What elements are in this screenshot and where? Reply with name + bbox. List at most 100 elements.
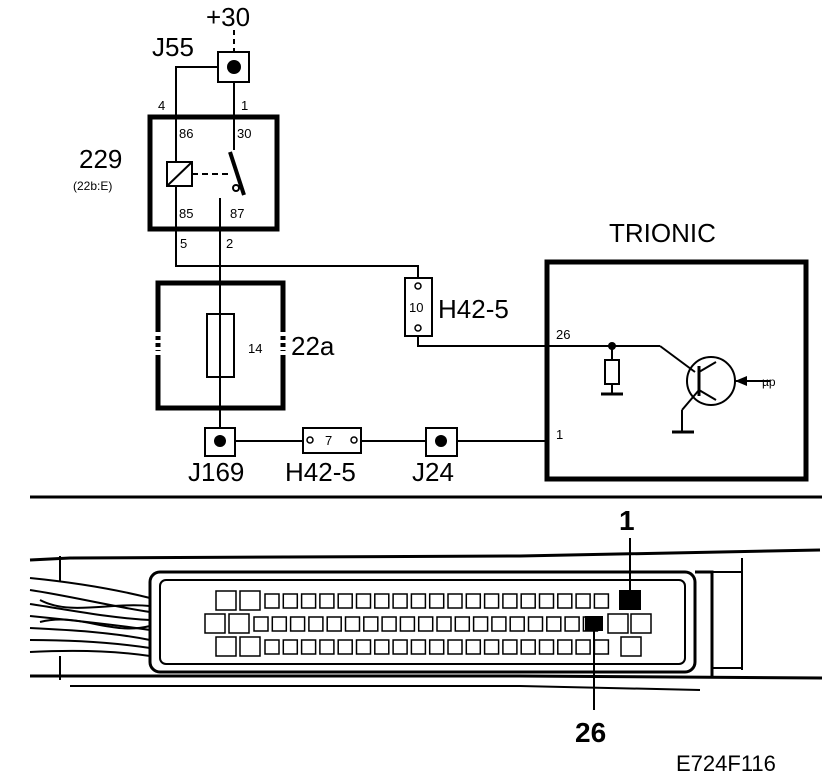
- connector-pin: [300, 593, 317, 609]
- connector-pin: [300, 639, 317, 655]
- connector-pin: [289, 616, 306, 632]
- connector-pin: [399, 616, 416, 632]
- j169-splice-dot: [214, 435, 226, 447]
- connector-pin: [319, 593, 335, 609]
- pin1-label: 1: [241, 98, 248, 113]
- pin87-label: 87: [230, 206, 244, 221]
- mu-p-arrow-icon: [735, 376, 747, 386]
- fusebox-label: 22a: [291, 331, 335, 361]
- ecu-connector-drawing: [29, 538, 823, 710]
- housing-lower-lip: [70, 685, 701, 691]
- pin2-label: 2: [226, 236, 233, 251]
- h42-top-name-label: H42-5: [438, 294, 509, 324]
- connector-pin: [454, 616, 471, 632]
- connector-pin: [228, 613, 250, 634]
- j24-label: J24: [412, 457, 454, 487]
- connector-pin: [428, 639, 445, 655]
- connector-pin: [239, 590, 261, 611]
- connector-pin: [575, 593, 591, 609]
- mu-p-label: µp: [762, 375, 776, 389]
- connector-pin: [447, 639, 463, 655]
- relay-id-label: 229: [79, 144, 122, 174]
- connector-pin: [546, 616, 562, 632]
- ecu-name-label: TRIONIC: [609, 218, 716, 248]
- fusebox-upper-outline: [155, 280, 286, 332]
- pin85-label: 85: [179, 206, 193, 221]
- connector-pin: [557, 593, 573, 609]
- ecu-pin26-label: 26: [556, 327, 570, 342]
- wire-pin85-to-h42-10: [175, 229, 419, 278]
- connector-pin: [253, 616, 269, 632]
- connector-pin: [428, 593, 445, 609]
- trionic-ecu-box: [544, 259, 809, 482]
- pin5-label: 5: [180, 236, 187, 251]
- connector-pin: [239, 636, 261, 657]
- connector-clip-left: [695, 570, 714, 676]
- connector-pin: [465, 639, 482, 655]
- transistor-emitter-lead: [681, 389, 700, 411]
- connector-pin: [344, 616, 361, 632]
- connector-pin: [630, 613, 652, 634]
- transistor-emitter: [698, 389, 717, 401]
- connector-pin: [436, 616, 452, 632]
- connector-pin: [282, 639, 299, 655]
- h42-bottom-name-label: H42-5: [285, 457, 356, 487]
- transistor-collector: [698, 361, 717, 373]
- connector-pin: [363, 616, 379, 632]
- coil-diagonal: [166, 161, 193, 187]
- connector-pin: [204, 613, 226, 634]
- connector-pin: [483, 639, 500, 655]
- pin86-label: 86: [179, 126, 193, 141]
- connector-pin: [410, 593, 427, 609]
- connector-pin: [417, 616, 434, 632]
- transistor-collector-lead: [659, 345, 696, 373]
- connector-pin: [557, 639, 573, 655]
- wire-bundle-icon: [29, 577, 151, 657]
- j24-splice-dot: [435, 435, 447, 447]
- housing-bottom-edge: [30, 674, 823, 680]
- connector-pin: [381, 616, 397, 632]
- j169-label: J169: [188, 457, 244, 487]
- connector-pin: [593, 639, 610, 655]
- connector-pin: [392, 593, 408, 609]
- connector-pin: [337, 639, 353, 655]
- connector-pin: [374, 639, 390, 655]
- connector-pin: [575, 639, 591, 655]
- h42-top-pin-b: [414, 324, 422, 332]
- connector-pin: [337, 593, 353, 609]
- connector-pin: [326, 616, 342, 632]
- connector-pin1-label: 1: [619, 505, 635, 536]
- connector-pin: [465, 593, 482, 609]
- pin4-label: 4: [158, 98, 165, 113]
- j55-label: J55: [152, 32, 194, 62]
- connector-pin: [607, 613, 629, 634]
- connector-pin: [374, 593, 390, 609]
- h42-bottom-pin-a: [306, 436, 314, 444]
- h42-top-num-label: 10: [409, 300, 423, 315]
- connector-pin: [215, 636, 237, 657]
- h42-bottom-pin-b: [350, 436, 358, 444]
- connector-pin-1-highlight: [619, 590, 641, 610]
- connector-body: [148, 570, 697, 674]
- connector-pin: [520, 593, 536, 609]
- resistor-icon: [604, 359, 620, 385]
- connector-pin: [308, 616, 324, 632]
- housing-top-edge: [29, 548, 821, 562]
- h42-bottom-num-label: 7: [325, 433, 332, 448]
- connector-pin: [355, 593, 372, 609]
- connector-pin: [538, 593, 555, 609]
- connector-pin: [392, 639, 408, 655]
- connector-pin-26-highlight: [585, 616, 603, 631]
- connector-pin: [215, 590, 237, 611]
- wire-h42-to-ecu26: [417, 336, 547, 347]
- connector-inner-frame: [159, 579, 686, 665]
- connector-pin: [491, 616, 507, 632]
- ecu-pin1-label: 1: [556, 427, 563, 442]
- connector-pin: [538, 639, 555, 655]
- connector-pin: [520, 639, 536, 655]
- connector-pin: [355, 639, 372, 655]
- relay-229-box: [147, 114, 280, 232]
- connector-pin: [593, 593, 610, 609]
- connector-pin: [319, 639, 335, 655]
